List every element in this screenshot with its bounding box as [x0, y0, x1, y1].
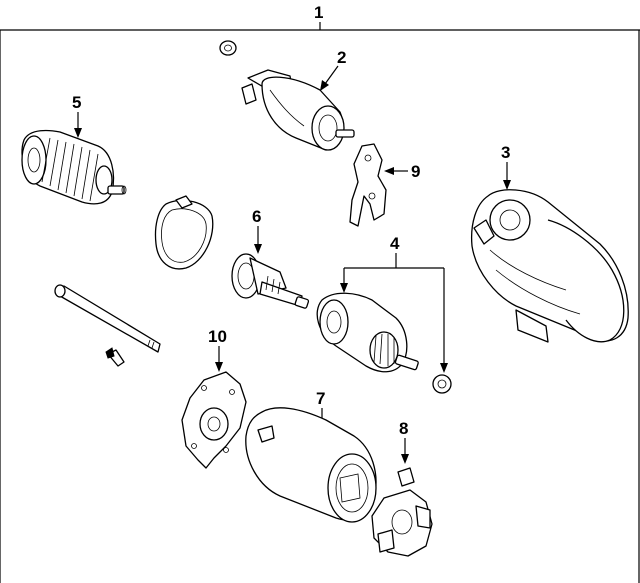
- shift-lever-part-9: [349, 143, 387, 227]
- through-bolt-part: [54, 284, 161, 353]
- field-frame-part-7: [245, 407, 377, 523]
- callout-2: 2: [337, 48, 346, 67]
- gasket-ring-part: [154, 195, 214, 270]
- callout-6: 6: [252, 207, 261, 226]
- washer-part: [432, 374, 452, 394]
- callout-5: 5: [72, 93, 81, 112]
- end-frame-part-10: [181, 371, 247, 469]
- planetary-shaft-part-6: [231, 253, 310, 309]
- callout-9: 9: [411, 162, 420, 181]
- screw-part: [105, 347, 125, 367]
- armature-part-5: [21, 129, 127, 205]
- assembly-bracket: [0, 22, 640, 583]
- nut-part: [219, 40, 237, 56]
- callout-10: 10: [208, 327, 227, 346]
- callout-8: 8: [399, 419, 408, 438]
- brush-holder-part-8: [371, 467, 433, 557]
- callout-1: 1: [314, 3, 323, 22]
- starter-assembly-part-3: [470, 189, 629, 343]
- callout-3: 3: [501, 143, 510, 162]
- drive-pinion-part-4: [316, 292, 419, 373]
- callout-4: 4: [390, 234, 400, 253]
- callout-7: 7: [316, 389, 325, 408]
- solenoid-part-2: [241, 69, 355, 151]
